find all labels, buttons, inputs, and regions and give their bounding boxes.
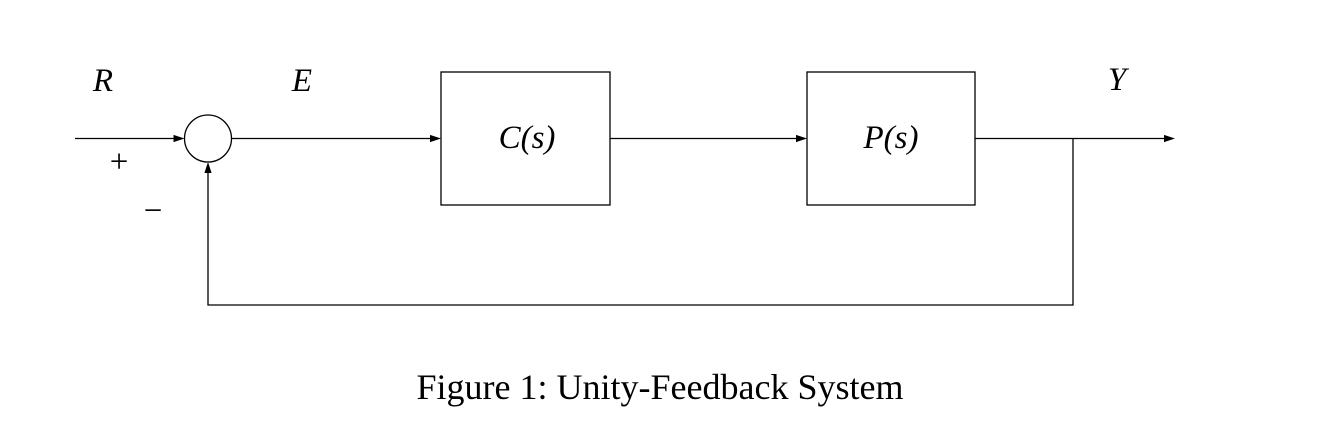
input-arrowhead-icon: [173, 134, 185, 143]
minus-sign-label: −: [144, 193, 163, 229]
feedback-wire: [207, 138, 1074, 306]
plant-input-arrowhead-icon: [796, 134, 807, 143]
plant-block: [806, 71, 976, 206]
output-arrowhead-icon: [1164, 134, 1175, 143]
feedback-arrowhead-icon: [204, 162, 212, 173]
controller-block: [440, 71, 611, 206]
output-signal-label: Y: [1108, 62, 1130, 98]
figure-caption: Figure 1: Unity-Feedback System: [417, 367, 904, 407]
error-arrowhead-icon: [430, 134, 441, 143]
error-signal-label: E: [291, 63, 312, 99]
plant-block-label: P(s): [863, 120, 919, 156]
controller-block-label: C(s): [499, 120, 556, 156]
plus-sign-label: +: [110, 144, 129, 180]
input-signal-label: R: [92, 63, 113, 99]
summing-junction: [183, 114, 233, 163]
